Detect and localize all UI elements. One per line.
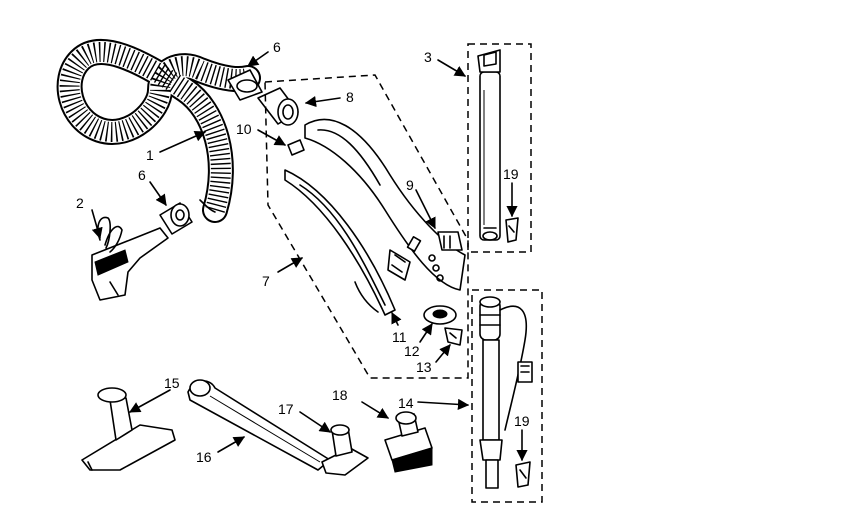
callout-3: 3	[424, 49, 432, 65]
callout-17: 17	[278, 401, 294, 417]
callout-7: 7	[262, 273, 270, 289]
floor-tool-part	[81, 387, 176, 471]
lower-wand-part	[479, 296, 533, 489]
callout-16: 16	[196, 449, 212, 465]
callout-18: 18	[332, 387, 348, 403]
upper-wand-part	[477, 49, 501, 241]
callout-8: 8	[346, 89, 354, 105]
spring-clip-part	[287, 139, 305, 156]
grip-assembly-part	[284, 169, 411, 316]
lower-wand-box	[471, 289, 543, 503]
hose-part	[56, 39, 261, 223]
dusting-brush-part	[384, 411, 433, 473]
upholstery-tool-part	[321, 424, 369, 476]
crevice-tool-part	[187, 379, 331, 471]
connector-part	[257, 87, 299, 126]
hose-cuff-bottom	[159, 202, 193, 235]
callout-19-lower: 19	[514, 413, 530, 429]
callout-1: 1	[146, 147, 154, 163]
hose-cuff-top	[227, 69, 263, 101]
ring-part	[423, 305, 457, 325]
leader-lines	[91, 51, 528, 462]
callout-6-bottom: 6	[138, 167, 146, 183]
callout-9: 9	[406, 177, 414, 193]
callout-labels: 1 2 3 6 6 7 8 9 10 11 12 13 14 15 16 17 …	[76, 39, 530, 465]
clip-part	[444, 327, 463, 346]
handle-part	[91, 216, 169, 301]
upper-latch-part	[505, 217, 519, 243]
callout-19-upper: 19	[503, 166, 519, 182]
assembly-bracket	[264, 74, 469, 379]
switch-button-part	[437, 231, 463, 251]
callout-15: 15	[164, 375, 180, 391]
callout-10: 10	[236, 121, 252, 137]
lower-latch-part	[515, 461, 531, 488]
handle-cover-part	[304, 118, 466, 291]
callout-14: 14	[398, 395, 414, 411]
callout-2: 2	[76, 195, 84, 211]
callout-6-top: 6	[273, 39, 281, 55]
callout-11: 11	[392, 329, 407, 345]
callout-12: 12	[404, 343, 420, 359]
upper-wand-box	[467, 43, 532, 253]
callout-13: 13	[416, 359, 432, 375]
